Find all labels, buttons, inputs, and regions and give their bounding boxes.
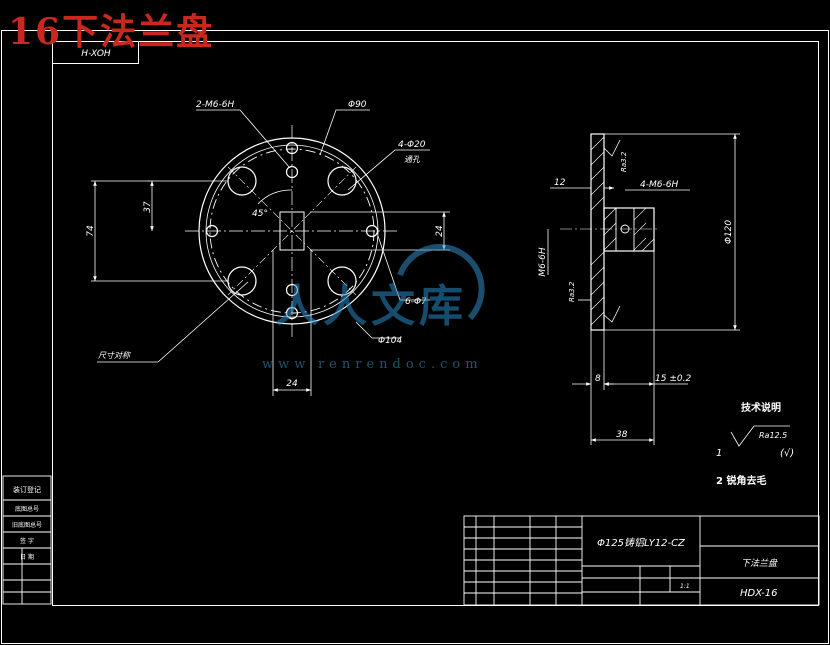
dim-angle: 45°	[252, 209, 268, 219]
strip-label-3: 旧底图总号	[12, 521, 42, 529]
dim-holes-4: 4-Φ20	[398, 140, 426, 150]
big-hole-br	[327, 266, 357, 296]
side-m6-vert: M6-6H	[538, 247, 548, 276]
tb-material: Φ125铸铝LY12-CZ	[597, 537, 686, 549]
tb-part-name: 下法兰盘	[741, 558, 778, 569]
dim-outer-dia: Φ104	[378, 336, 403, 346]
title-block	[463, 515, 820, 606]
notes-item1-paren: (√)	[780, 448, 794, 459]
dim-holes-6: 6-Φ7	[405, 297, 427, 307]
drawing-code-box	[52, 41, 139, 64]
side-15: 15 ±0.2	[655, 374, 691, 384]
dim-24-right: 24	[435, 225, 445, 237]
notes-item2: 2 锐角去毛	[716, 474, 766, 487]
ra-top: Ra3.2	[620, 151, 628, 172]
side-12: 12	[554, 178, 566, 188]
notes-item1-ra: Ra12.5	[759, 431, 787, 440]
tb-scale: 1:1	[680, 583, 690, 590]
ra-bottom: Ra3.2	[568, 281, 576, 302]
outer-border	[1, 30, 829, 644]
dim-holes-4-note: 通孔	[404, 155, 421, 164]
side-view	[560, 133, 660, 331]
ra-symbol-note	[730, 425, 790, 447]
side-dia: Φ120	[724, 220, 734, 245]
dim-tap-holes: 2-M6-6H	[196, 100, 234, 110]
watermark-url: www.renrendoc.com	[262, 357, 483, 372]
tb-drawing-no: HDX-16	[740, 588, 778, 599]
leader-note: 尺寸对称	[98, 351, 132, 360]
side-38: 38	[616, 430, 628, 440]
notes-title: 技术说明	[741, 401, 781, 414]
dim-37: 37	[143, 201, 153, 213]
side-8: 8	[595, 374, 601, 384]
big-hole-tr	[327, 166, 357, 196]
side-m6: 4-M6-6H	[640, 180, 678, 190]
strip-label-4: 签 字	[20, 537, 34, 545]
left-binding-strip	[2, 475, 52, 605]
front-view	[185, 125, 400, 340]
notes-item1-num: 1	[716, 448, 722, 459]
strip-label-2: 底图总号	[15, 505, 39, 513]
strip-label-1: 装订登记	[13, 485, 41, 494]
watermark-text: 人人文库	[275, 281, 467, 332]
dim-24-bottom: 24	[286, 379, 298, 389]
watermark-logo	[397, 244, 485, 321]
inner-border	[52, 41, 819, 606]
page-title: 16下法兰盘	[8, 11, 215, 53]
dim-pcd: Φ90	[348, 100, 367, 110]
strip-label-5: 日 期	[20, 553, 34, 561]
dim-74: 74	[86, 225, 96, 237]
drawing-code-text: H-XOH	[81, 49, 111, 59]
